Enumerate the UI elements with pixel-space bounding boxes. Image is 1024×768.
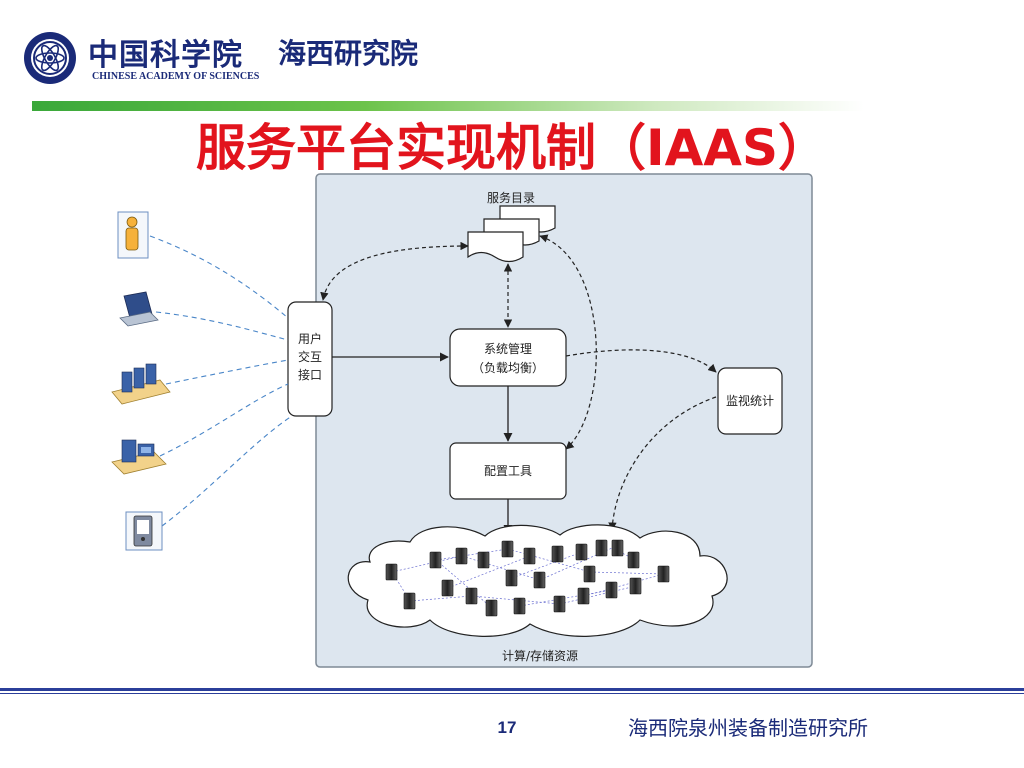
service-catalog-label: 服务目录 xyxy=(487,190,535,205)
org-name-cn: 中国科学院 xyxy=(88,38,243,73)
server-nodes xyxy=(385,539,670,617)
ui-label-1: 用户 xyxy=(298,331,322,346)
system-management-node xyxy=(449,328,567,387)
footer-organization: 海西院泉州装备制造研究所 xyxy=(628,716,868,740)
handheld-device-icon xyxy=(125,511,163,551)
dashed-monitor-resources xyxy=(608,396,717,531)
dashed-catalog-ui xyxy=(320,241,469,301)
workstation-icon xyxy=(111,439,167,475)
person-icon xyxy=(117,211,149,259)
monitor-label: 监视统计 xyxy=(726,393,774,408)
user-interface-node xyxy=(287,301,333,417)
server-group-icon xyxy=(111,363,171,405)
service-catalog-node xyxy=(467,205,556,263)
ui-label-2: 交互 xyxy=(298,349,322,364)
institute-name: 海西研究院 xyxy=(278,37,419,70)
ui-label-3: 接口 xyxy=(298,367,322,382)
sysmgmt-label-1: 系统管理 xyxy=(484,341,532,356)
sysmgmt-label-2: （负载均衡） xyxy=(472,361,544,375)
header-divider xyxy=(32,101,864,111)
footer-divider-thin xyxy=(0,693,1024,694)
org-name-en: CHINESE ACADEMY OF SCIENCES xyxy=(92,71,260,82)
cas-emblem-icon xyxy=(22,30,78,86)
client-links xyxy=(149,235,293,527)
laptop-icon xyxy=(119,291,159,327)
page-number: 17 xyxy=(497,718,517,737)
slide-title: 服务平台实现机制（IAAS） xyxy=(195,119,828,177)
dashed-sysmgmt-monitor xyxy=(565,349,717,373)
dashed-catalog-config xyxy=(539,234,597,450)
resources-label: 计算/存储资源 xyxy=(502,648,578,663)
monitor-node xyxy=(717,367,783,435)
footer-divider xyxy=(0,688,1024,691)
config-tool-label: 配置工具 xyxy=(484,464,532,478)
